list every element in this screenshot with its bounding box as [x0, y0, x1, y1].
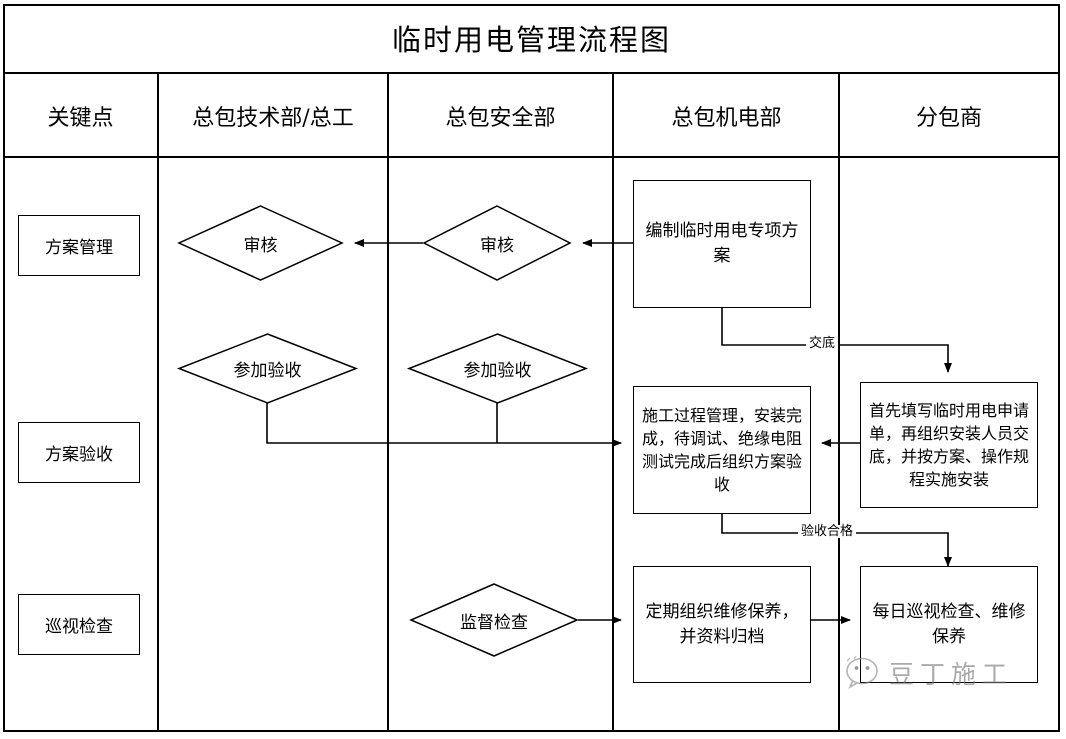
column-divider-3 — [612, 74, 614, 732]
page-title: 临时用电管理流程图 — [391, 23, 671, 57]
swimlane-header-row: 关键点 总包技术部/总工 总包安全部 总包机电部 分包商 — [3, 74, 1060, 158]
node-review-tech[interactable]: 审核 — [177, 205, 344, 281]
column-divider-1 — [157, 74, 159, 732]
column-divider-4 — [838, 74, 840, 732]
title-cell: 临时用电管理流程图 — [3, 4, 1060, 74]
node-join-acceptance-safety[interactable]: 参加验收 — [406, 333, 589, 404]
node-maintenance-filing[interactable]: 定期组织维修保养，并资料归档 — [633, 566, 811, 683]
edge-label-acceptance-pass: 验收合格 — [798, 525, 857, 538]
key-point-patrol-inspection[interactable]: 巡视检查 — [18, 594, 140, 655]
key-point-plan-acceptance[interactable]: 方案验收 — [18, 422, 140, 483]
node-supervise-check[interactable]: 监督检查 — [409, 583, 579, 657]
node-process-management[interactable]: 施工过程管理，安装完成，待调试、绝缘电阻测试完成后组织方案验收 — [633, 386, 811, 514]
column-header-subcontractor: 分包商 — [915, 106, 982, 131]
column-header-safety-dept: 总包安全部 — [445, 106, 556, 131]
node-apply-and-install[interactable]: 首先填写临时用电申请单，再组织安装人员交底，并按方案、操作规程实施安装 — [860, 382, 1038, 508]
key-point-plan-management[interactable]: 方案管理 — [18, 215, 140, 276]
column-header-tech-dept: 总包技术部/总工 — [192, 106, 354, 131]
column-header-key-point: 关键点 — [47, 106, 114, 131]
node-review-safety[interactable]: 审核 — [422, 205, 572, 281]
node-join-acceptance-tech[interactable]: 参加验收 — [176, 333, 359, 404]
column-divider-2 — [387, 74, 389, 732]
node-draft-plan[interactable]: 编制临时用电专项方案 — [633, 180, 811, 308]
edge-label-disclosure: 交底 — [806, 337, 839, 350]
column-header-mech-dept: 总包机电部 — [671, 106, 782, 131]
node-daily-patrol[interactable]: 每日巡视检查、维修保养 — [860, 566, 1038, 683]
